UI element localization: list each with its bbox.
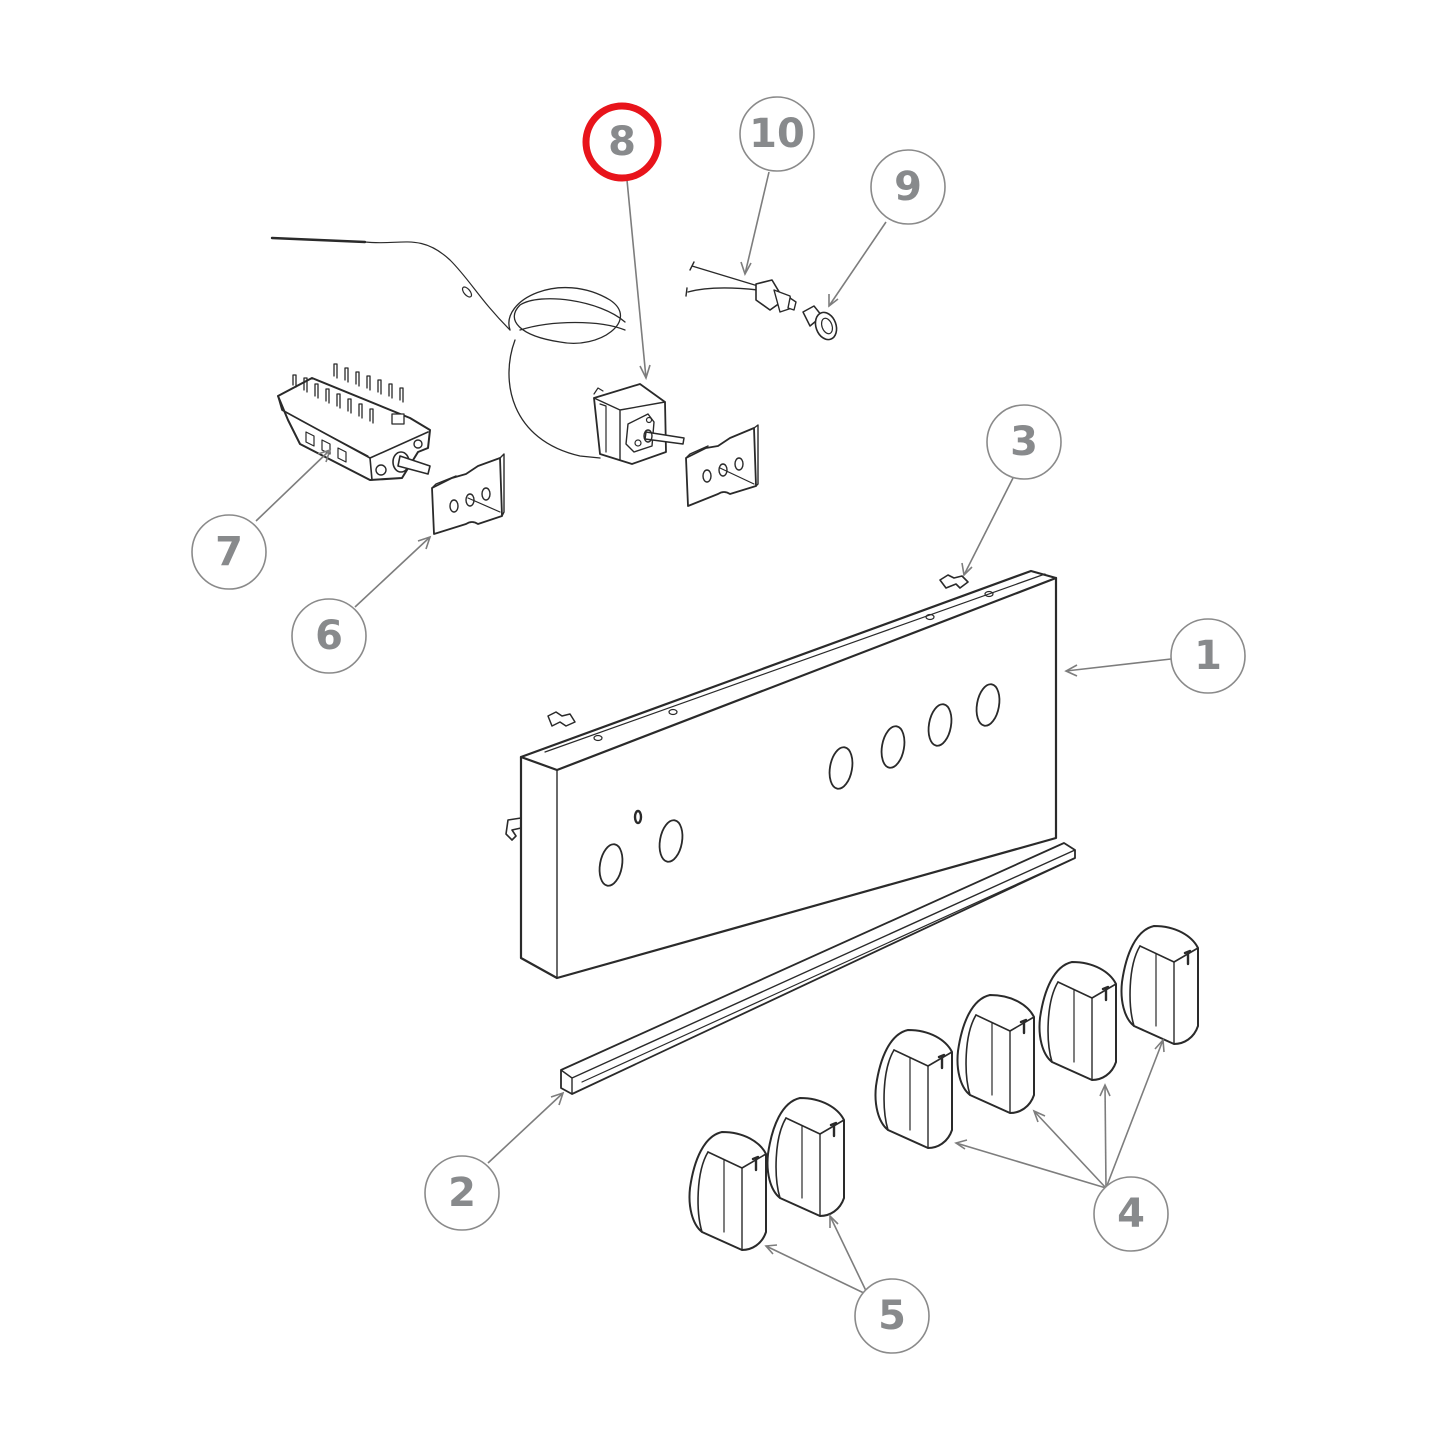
thermostat-drawing (270, 236, 685, 465)
callout-label: 8 (608, 119, 636, 165)
callout-1[interactable]: 1 (1170, 618, 1246, 694)
callout-circle (1093, 1176, 1169, 1252)
mounting-plate-8-drawing (685, 424, 759, 507)
mounting-plate-6-drawing (431, 453, 505, 535)
control-panel-drawing (505, 569, 1058, 980)
callout-9[interactable]: 9 (870, 149, 946, 225)
callout-label: 6 (315, 613, 343, 659)
lamp-lens-drawing (802, 305, 838, 341)
callout-5[interactable]: 5 (854, 1278, 930, 1354)
callout-7[interactable]: 7 (191, 514, 267, 590)
callout-10[interactable]: 10 (739, 96, 815, 172)
trim-bar-drawing (560, 842, 1076, 1095)
callout-circle (739, 96, 815, 172)
callout-label: 1 (1194, 633, 1222, 679)
callout-label: 9 (894, 164, 922, 210)
indicator-lamp-drawing (685, 261, 797, 313)
selector-switch-drawing (277, 363, 431, 481)
callout-2[interactable]: 2 (424, 1155, 500, 1231)
leader-lines (255, 171, 1172, 1296)
callout-circle (424, 1155, 500, 1231)
callout-3[interactable]: 3 (986, 404, 1062, 480)
oven-knobs-drawing (688, 1096, 846, 1252)
callout-label: 3 (1010, 419, 1038, 465)
callout-circle (870, 149, 946, 225)
callout-label: 10 (749, 111, 805, 157)
callout-circle (1170, 618, 1246, 694)
callout-circle (291, 598, 367, 674)
callout-label: 7 (215, 529, 243, 575)
callout-8-highlighted[interactable]: 8 (582, 102, 662, 182)
callout-label: 5 (878, 1293, 906, 1339)
callout-circle-highlight (582, 102, 662, 182)
panel-clip-drawing (939, 574, 969, 589)
callout-circle (854, 1278, 930, 1354)
callout-label: 4 (1117, 1191, 1145, 1237)
callout-label: 2 (448, 1170, 476, 1216)
callout-4[interactable]: 4 (1093, 1176, 1169, 1252)
callout-circle (986, 404, 1062, 480)
callout-6[interactable]: 6 (291, 598, 367, 674)
callout-circle (191, 514, 267, 590)
